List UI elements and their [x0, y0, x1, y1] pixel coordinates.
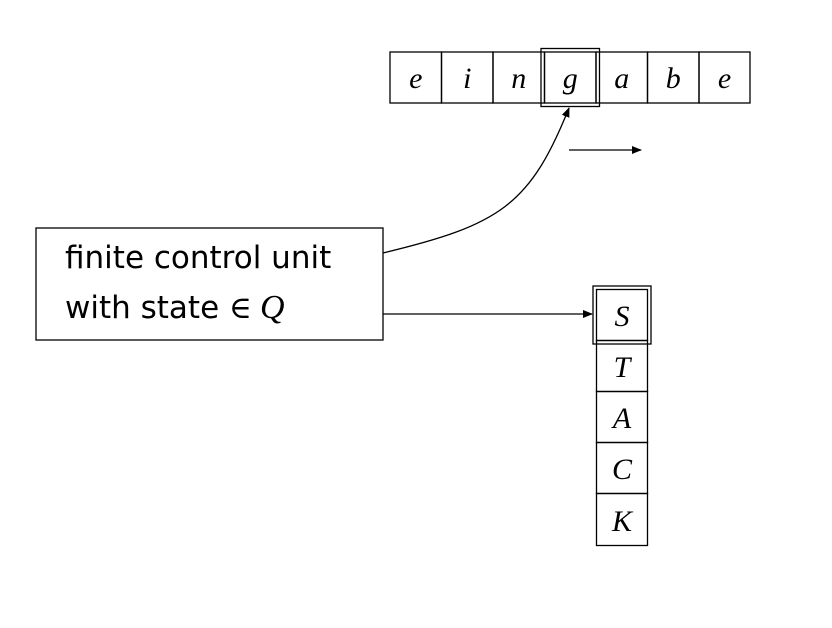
stack-cell-symbol: C [612, 453, 633, 486]
head-pointer-arrow [382, 107, 570, 254]
stack-cell: T [595, 339, 649, 393]
stack-cell-symbol: K [611, 505, 634, 538]
tape-cell: a [595, 51, 649, 104]
control-label-line1: finite control unit [65, 240, 331, 276]
read-head-marker [540, 47, 601, 108]
tape-cell: e [389, 51, 443, 104]
stack-cell: K [595, 492, 649, 547]
tape-cell: i [440, 51, 494, 104]
stack-cell: C [595, 441, 649, 495]
stack-top-marker [592, 285, 652, 345]
stack-top-cell: S [592, 285, 652, 345]
tape-cell-symbol: b [666, 62, 681, 95]
tape-cell-symbol: i [463, 62, 471, 95]
tape-cell-symbol: n [511, 62, 526, 95]
input-tape: e i n g a b e [389, 47, 751, 108]
tape-cell-under-head: g [540, 47, 601, 108]
tape-cell: e [698, 51, 751, 104]
stack-cell-symbol: S [615, 300, 630, 333]
stack: S T A C K [592, 285, 652, 547]
tape-cell-symbol: e [409, 62, 422, 95]
tape-cell-symbol: e [718, 62, 731, 95]
stack-cell-symbol: T [614, 351, 633, 384]
control-label-line2: with state ∈Q [65, 289, 285, 326]
stack-cell-symbol: A [611, 402, 632, 435]
stack-cell: A [595, 390, 649, 444]
finite-control-unit: finite control unit with state ∈Q [35, 227, 384, 341]
tape-cell-symbol: g [563, 62, 578, 95]
tape-cell: n [492, 51, 546, 104]
tape-cell-symbol: a [614, 62, 629, 95]
tape-cell: b [646, 51, 700, 104]
